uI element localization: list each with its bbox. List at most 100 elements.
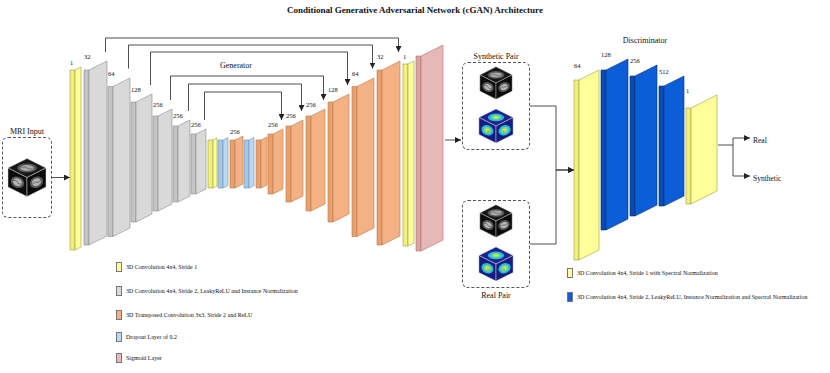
layer-block: 32 — [84, 52, 107, 245]
connector-arrow — [171, 76, 324, 100]
legend-text: 3D Convolution 4x4, Stride 2, LeakyReLU,… — [577, 293, 807, 301]
layer-face — [635, 65, 657, 216]
dashed-box: MRI Input — [2, 126, 52, 218]
sigmoid-layer — [416, 56, 421, 251]
layer-block: 64 — [352, 69, 374, 237]
layer-face — [191, 134, 196, 194]
dashed-box: Synthetic Pair — [462, 51, 530, 150]
layer-face — [136, 94, 152, 222]
layer-slab — [131, 85, 152, 222]
layer-block: 128 — [131, 85, 152, 222]
heatmap-cube — [479, 247, 513, 281]
layer-block: 64 — [574, 61, 599, 260]
layer-block: 256 — [173, 111, 190, 202]
legend-text: 3D Transposed Convolution 3x3, Stride 2 … — [126, 311, 252, 319]
legend-item: 3D Transposed Convolution 3x3, Stride 2 … — [116, 310, 252, 320]
channel-count: 256 — [230, 127, 243, 136]
layer-face — [686, 108, 691, 204]
layer-face — [328, 102, 333, 222]
output-label: Synthetic — [753, 174, 781, 183]
layer-face — [173, 126, 178, 202]
diagram-title: Conditional Generative Adversarial Netwo… — [287, 5, 543, 15]
channel-count: 64 — [574, 61, 599, 70]
channel-count: 32 — [84, 52, 107, 61]
layer-face — [579, 70, 599, 260]
layer-face — [630, 76, 635, 216]
layer-face — [691, 95, 717, 204]
dashed-box: Real Pair — [462, 200, 530, 299]
layer-slab — [286, 111, 303, 202]
connector-arrow — [52, 177, 70, 178]
channel-count: 128 — [131, 85, 152, 94]
dashed-outline — [2, 137, 52, 218]
layer-slab — [153, 100, 172, 211]
layer-face — [664, 76, 684, 206]
conv-layer — [208, 140, 213, 188]
legend-text: 3D Convolution 4x4, Stride 1 — [126, 263, 197, 271]
section-label: Discriminator — [623, 36, 667, 45]
layer-block: 1 — [686, 86, 717, 204]
channel-count: 64 — [352, 69, 374, 78]
layer-face — [235, 136, 243, 188]
layer-slab — [306, 100, 325, 211]
layer-face — [291, 120, 303, 202]
layer-slab — [328, 85, 349, 222]
layer-slab — [659, 67, 684, 206]
legend-swatch — [116, 286, 122, 296]
layer-face — [131, 102, 136, 222]
layer-slab — [268, 120, 283, 194]
layer-block: 128 — [328, 85, 349, 222]
output-arrow — [733, 176, 750, 177]
layer-block: 128 — [601, 50, 628, 230]
connector-arrow — [151, 52, 348, 85]
mri-cube — [480, 67, 512, 99]
layer-face — [574, 80, 579, 260]
layer-face — [306, 116, 311, 211]
dropout-layer — [223, 138, 228, 189]
dropout-layer — [249, 138, 254, 189]
output-arrow — [445, 140, 461, 141]
channel-count: 1 — [403, 52, 414, 61]
channel-count: 128 — [601, 50, 628, 59]
layer-slab — [230, 127, 243, 188]
layer-slab — [108, 69, 130, 237]
channel-count: 512 — [659, 67, 684, 76]
layer-slab — [574, 61, 599, 260]
channel-count: 64 — [108, 69, 130, 78]
layer-face — [196, 129, 206, 194]
channel-count: 1 — [70, 58, 81, 67]
layer-face — [113, 78, 130, 237]
layer-face — [659, 86, 664, 206]
connector-arrow — [530, 170, 574, 244]
legend-item: 3D Convolution 4x4, Stride 2, LeakyReLU … — [116, 286, 298, 296]
layer-face — [89, 61, 107, 245]
connector-arrow — [189, 84, 302, 111]
channel-count: 32 — [377, 52, 400, 61]
box-heading: Synthetic Pair — [462, 51, 530, 62]
layer-block: 256 — [230, 127, 243, 188]
connector-arrow — [530, 106, 574, 170]
legend-text: Sigmoid Layer — [126, 354, 162, 362]
legend-item: 3D Convolution 4x4, Stride 1 with Spectr… — [567, 268, 718, 278]
channel-count: 256 — [153, 100, 172, 109]
layer-slab — [70, 58, 81, 250]
output-arrow — [733, 138, 750, 139]
legend-swatch — [567, 292, 573, 302]
legend-item: Sigmoid Layer — [116, 353, 162, 363]
layer-slab — [84, 52, 107, 245]
layer-block: 1 — [403, 52, 414, 246]
dropout-layer — [218, 140, 223, 188]
dashed-outline — [462, 200, 530, 288]
layer-face — [158, 109, 172, 211]
layer-face — [273, 129, 283, 194]
section-label: Generator — [220, 61, 252, 70]
layer-block: 256 — [630, 56, 657, 216]
layer-block: 32 — [377, 52, 400, 245]
layer-face — [352, 86, 357, 236]
layer-block: 256 — [286, 111, 303, 202]
bottleneck-layers — [208, 137, 267, 188]
layer-block: 256 — [153, 100, 172, 211]
layer-face — [357, 78, 374, 237]
legend-item: 3D Convolution 4x4, Stride 2, LeakyReLU,… — [567, 292, 807, 302]
legend-swatch — [116, 332, 122, 342]
